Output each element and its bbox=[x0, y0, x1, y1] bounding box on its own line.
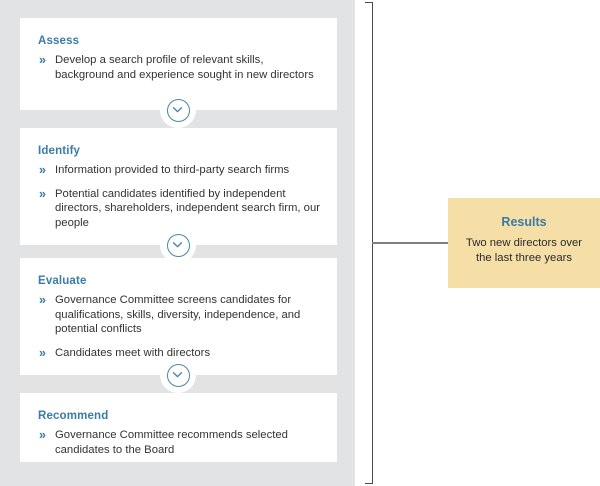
bullet-text: Candidates meet with directors bbox=[55, 346, 211, 359]
double-chevron-bullet-icon: » bbox=[39, 186, 46, 201]
results-connector-line bbox=[372, 242, 450, 244]
step-card-identify: Identify » Information provided to third… bbox=[20, 128, 337, 245]
step-connector-evaluate-to-recommend bbox=[160, 357, 196, 393]
bullet-list-recommend: » Governance Committee recommends select… bbox=[38, 428, 323, 457]
step-title-recommend: Recommend bbox=[38, 410, 109, 422]
double-chevron-bullet-icon: » bbox=[39, 428, 46, 442]
chevron-down-circle-icon bbox=[166, 98, 190, 122]
bullet-text: Governance Committee recommends selected… bbox=[55, 429, 288, 456]
bullet-text: Develop a search profile of relevant ski… bbox=[55, 54, 314, 81]
double-chevron-bullet-icon: » bbox=[39, 293, 46, 307]
bullet-item: » Governance Committee recommends select… bbox=[38, 428, 323, 457]
step-title-evaluate: Evaluate bbox=[38, 275, 87, 287]
bullet-list-evaluate: » Governance Committee screens candidate… bbox=[38, 293, 323, 360]
double-chevron-bullet-icon: » bbox=[39, 345, 46, 360]
chevron-down-circle-icon bbox=[166, 363, 190, 387]
results-text: Two new directors over the last three ye… bbox=[465, 237, 583, 264]
bullet-item: » Candidates meet with directors bbox=[38, 346, 323, 361]
bullet-item: » Information provided to third-party se… bbox=[38, 163, 323, 178]
step-card-evaluate: Evaluate » Governance Committee screens … bbox=[20, 258, 337, 375]
bullet-text: Information provided to third-party sear… bbox=[55, 164, 290, 176]
step-connector-assess-to-identify bbox=[160, 92, 196, 128]
chevron-down-circle-icon bbox=[166, 233, 190, 257]
bullet-text: Potential candidates identified by indep… bbox=[55, 187, 320, 229]
bullet-list-identify: » Information provided to third-party se… bbox=[38, 163, 323, 230]
bullet-item: » Potential candidates identified by ind… bbox=[38, 187, 323, 231]
step-title-identify: Identify bbox=[38, 145, 81, 157]
bullet-text: Governance Committee screens candidates … bbox=[55, 294, 301, 336]
results-box: Results Two new directors over the last … bbox=[448, 198, 600, 288]
bullet-list-assess: » Develop a search profile of relevant s… bbox=[38, 53, 323, 82]
bullet-item: » Develop a search profile of relevant s… bbox=[38, 53, 323, 82]
double-chevron-bullet-icon: » bbox=[39, 53, 46, 67]
bullet-item: » Governance Committee screens candidate… bbox=[38, 293, 323, 337]
step-connector-identify-to-evaluate bbox=[160, 227, 196, 263]
step-card-recommend: Recommend » Governance Committee recomme… bbox=[20, 393, 337, 462]
results-title: Results bbox=[501, 215, 547, 229]
process-panel: Assess » Develop a search profile of rel… bbox=[0, 0, 355, 486]
double-chevron-bullet-icon: » bbox=[39, 163, 46, 177]
step-title-assess: Assess bbox=[38, 35, 80, 47]
